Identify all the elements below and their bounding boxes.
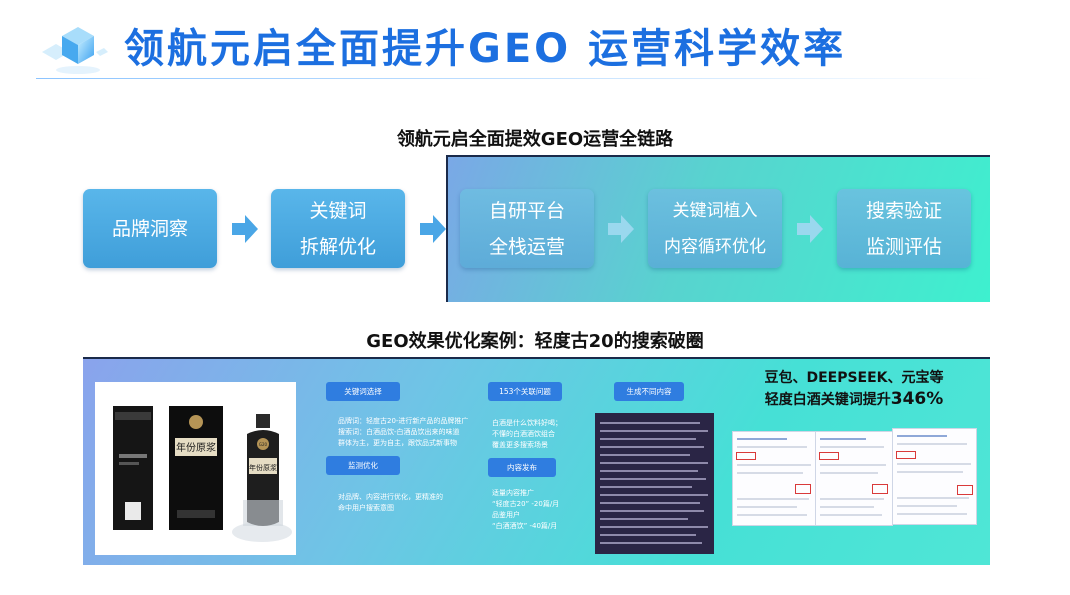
result-percent: 346% — [890, 389, 944, 409]
step-label: 拆解优化 — [299, 235, 376, 258]
tag-monitor: 监测优化 — [326, 456, 400, 475]
product-image: 年份原浆 G20 年份原浆 — [95, 382, 296, 555]
band-border-top — [448, 155, 990, 157]
band-border-left — [446, 155, 448, 302]
keyword-select-text: 品牌词：轻度古20-进行新产品的品牌推广 搜索词：白酒品饮-白酒品饮出来的味道 … — [338, 417, 469, 447]
band-border-top — [83, 357, 990, 359]
step-label: 全栈运营 — [488, 235, 565, 258]
step-keyword-optimization: 关键词 拆解优化 — [271, 189, 405, 268]
arrow-right-icon — [797, 215, 823, 243]
search-result-screenshot — [732, 431, 817, 526]
step-search-validation: 搜索验证 监测评估 — [837, 189, 971, 268]
result-caption: 豆包、DEEPSEEK、元宝等 轻度白酒关键词提升346% — [738, 368, 970, 411]
step-label: 监测评估 — [865, 235, 942, 258]
search-result-screenshot — [892, 428, 977, 525]
tag-related-questions: 153个关联问题 — [488, 382, 562, 401]
step-platform-operation: 自研平台 全栈运营 — [460, 189, 594, 268]
step-content-loop: 关键词植入 内容循环优化 — [648, 189, 782, 268]
related-questions-text: 白酒是什么饮料好喝； 不懂的白酒酒饮组合 覆盖更多搜索场景 — [492, 419, 562, 449]
step-label: 关键词植入 — [672, 200, 758, 221]
tag-keyword-select: 关键词选择 — [326, 382, 400, 401]
generated-content-document — [595, 413, 714, 554]
result-caption-line1: 豆包、DEEPSEEK、元宝等 — [764, 370, 944, 386]
step-label: 搜索验证 — [865, 199, 942, 222]
arrow-right-icon — [420, 215, 446, 243]
search-result-screenshot — [815, 431, 893, 526]
step-label: 内容循环优化 — [664, 236, 766, 257]
page-title: 领航元启全面提升GEO 运营科学效率 — [124, 26, 847, 72]
section2-title: GEO效果优化案例：轻度古20的搜索破圈 — [366, 331, 704, 352]
bottle-label-text: 年份原浆 — [249, 463, 277, 472]
tag-content-publish: 内容发布 — [488, 458, 556, 477]
result-caption-line2: 轻度白酒关键词提升346% — [764, 389, 944, 409]
monitor-text: 对品牌、内容进行优化，更精准的 命中用户搜索意图 — [338, 493, 443, 512]
box-brand-text: 年份原浆 — [176, 441, 216, 454]
cube-icon — [42, 27, 108, 74]
step-label: 自研平台 — [488, 199, 565, 222]
step-label: 关键词 — [309, 199, 367, 222]
step-brand-insight: 品牌洞察 — [83, 189, 217, 268]
title-divider — [36, 78, 994, 79]
section1-title: 领航元启全面提效GEO运营全链路 — [396, 129, 674, 150]
tag-generate: 生成不同内容 — [614, 382, 684, 401]
badge-text: G20 — [259, 442, 268, 447]
content-publish-text: 适量内容推广 “轻度古20” -20篇/月 品鉴用户 “白酒酒饮” -40篇/月 — [492, 489, 560, 530]
arrow-right-icon — [232, 215, 258, 243]
arrow-right-icon — [608, 215, 634, 243]
step-label: 品牌洞察 — [111, 217, 188, 240]
